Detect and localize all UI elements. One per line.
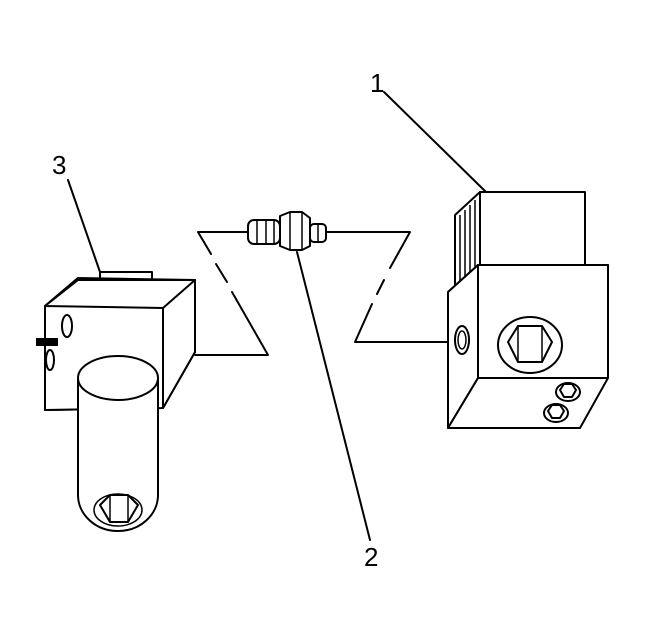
leader-lines xyxy=(67,91,487,541)
callout-2: 2 xyxy=(364,542,378,572)
connector-line-right xyxy=(325,231,461,343)
component-1-solenoid-block xyxy=(447,191,609,429)
component-2-fitting xyxy=(247,211,327,251)
connector-line-left xyxy=(194,231,269,356)
callout-1: 1 xyxy=(370,68,384,98)
component-3-valve-body xyxy=(36,271,196,532)
callout-3: 3 xyxy=(52,150,66,180)
